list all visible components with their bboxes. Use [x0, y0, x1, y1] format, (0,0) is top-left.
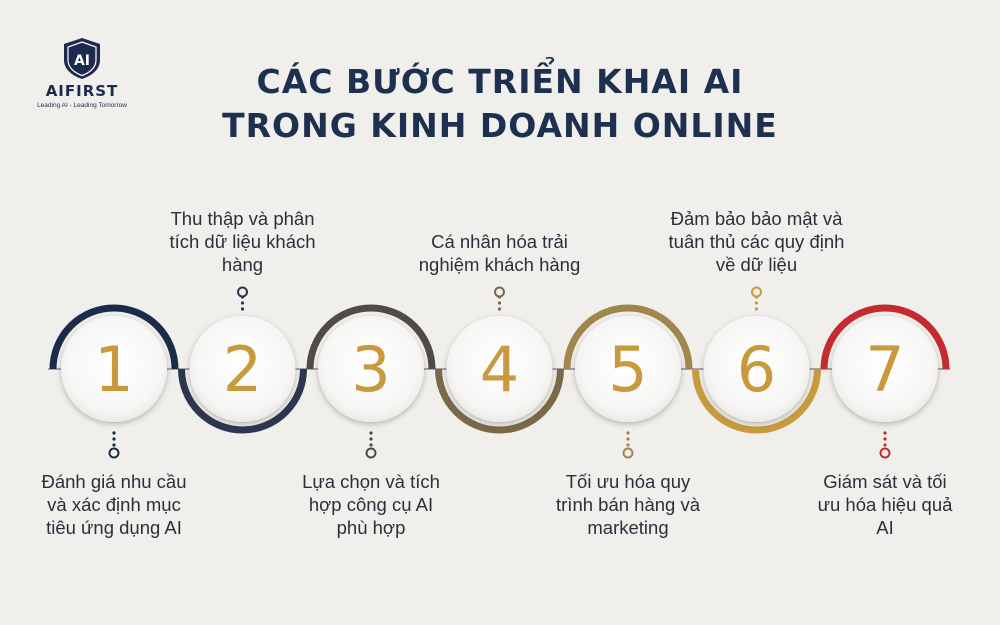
brand-name: AIFIRST	[45, 82, 119, 100]
step-5-arc	[563, 304, 693, 370]
title-line-1: CÁC BƯỚC TRIỂN KHAI AI	[256, 62, 744, 101]
step-4-arc	[435, 368, 564, 434]
step-2-label: Thu thập và phân tích dữ liệu khách hàng	[169, 208, 316, 275]
step-1-arc	[49, 304, 179, 370]
step-2-number: 2	[223, 333, 262, 406]
step-3-circle	[318, 316, 424, 422]
title-line-2: TRONG KINH DOANH ONLINE	[222, 106, 778, 145]
page-title: CÁC BƯỚC TRIỂN KHAI AI TRONG KINH DOANH …	[0, 60, 1000, 148]
step-7-arc	[820, 304, 950, 370]
step-7-label: Giám sát và tối ưu hóa hiệu quả AI	[817, 471, 953, 538]
step-2-circle	[189, 316, 296, 422]
step-5-connector	[622, 431, 634, 459]
step-4-connector	[494, 286, 505, 311]
step-3-connector	[365, 431, 377, 459]
step-2-connector	[237, 286, 248, 311]
step-3-arc	[306, 304, 436, 370]
step-6-number: 6	[737, 333, 776, 406]
step-7-circle	[832, 316, 938, 422]
shield-emblem-icon: AI	[64, 38, 100, 79]
brand-logo: AI AIFIRST Leading AI - Leading Tomorrow	[22, 36, 142, 109]
step-4-number: 4	[480, 333, 519, 406]
step-7-number: 7	[865, 333, 904, 406]
step-1-circle	[61, 316, 167, 422]
step-1-label: Đánh giá nhu cầu và xác định mục tiêu ứn…	[41, 471, 187, 538]
step-1-number: 1	[94, 333, 133, 406]
svg-text:AI: AI	[74, 53, 90, 69]
step-7-connector	[879, 431, 891, 459]
step-3-number: 3	[351, 333, 390, 406]
step-5-circle	[575, 316, 681, 422]
step-4-label: Cá nhân hóa trải nghiệm khách hàng	[418, 231, 581, 275]
step-6-circle	[703, 316, 810, 422]
step-6-arc	[692, 368, 821, 434]
step-2-arc	[178, 368, 307, 434]
step-5-label: Tối ưu hóa quy trình bán hàng và marketi…	[556, 471, 700, 538]
brand-tagline: Leading AI - Leading Tomorrow	[37, 102, 127, 109]
step-3-label: Lựa chọn và tích hợp công cụ AI phù hợp	[302, 471, 440, 538]
step-4-circle	[446, 316, 553, 422]
step-6-label: Đảm bảo bảo mật và tuân thủ các quy định…	[668, 208, 845, 275]
step-5-number: 5	[608, 333, 647, 406]
step-1-connector	[108, 431, 120, 459]
step-6-connector	[751, 286, 762, 311]
